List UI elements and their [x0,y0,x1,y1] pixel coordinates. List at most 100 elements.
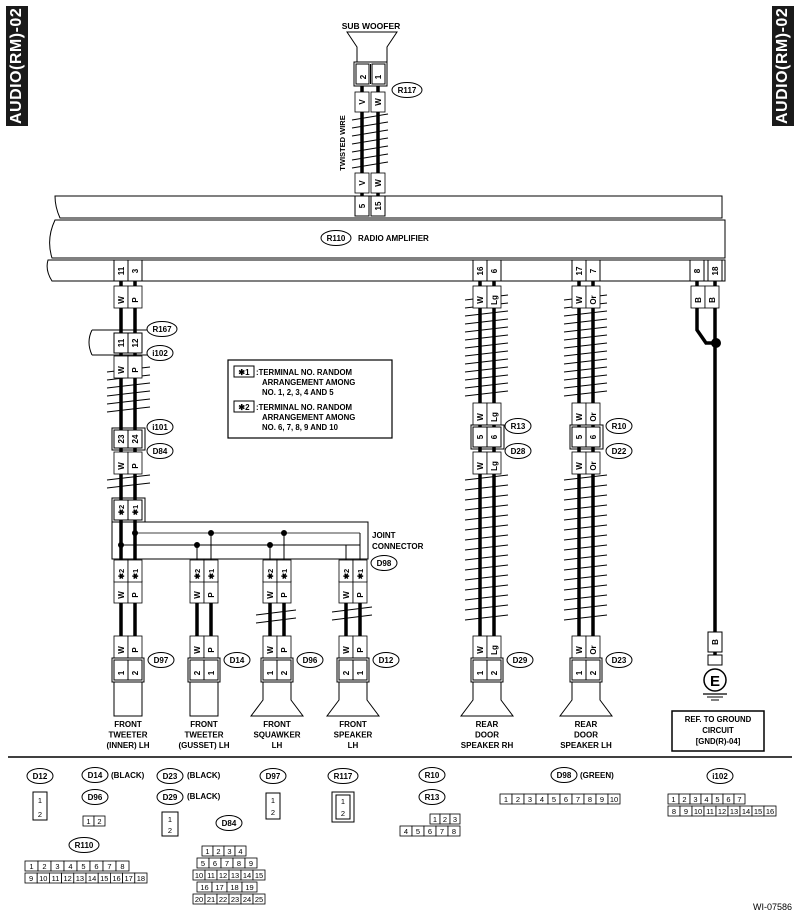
speaker-pin-box [203,659,219,681]
key-d84-r4-pin: 19 [245,883,253,892]
subwoofer-speaker-icon [346,31,398,63]
key-i102-top-pin: 1 [671,795,675,804]
svg-text:R10: R10 [612,422,627,431]
connector-tag-r10: R10 [605,418,633,434]
key-r110-bot-pin: 12 [64,874,72,883]
key-r110-bot-pin: 15 [100,874,108,883]
key-r10-top-pin: 3 [453,815,457,824]
key-d84-r5-pin: 24 [243,895,251,904]
d98-pin-row: ✱2✱1✱2✱1✱2✱1✱2✱1 [113,559,368,583]
svg-text:R167: R167 [152,325,172,334]
ground-e-symbol: E [710,673,720,690]
speaker-label: SQUAWKER [253,731,300,740]
key-d84-r5-pin: 20 [195,895,203,904]
connector-tag-r167: R167 [146,321,178,337]
d98-pin-box [127,559,143,583]
key-pin: 1 [271,796,275,805]
key-r110-bot-pin: 17 [125,874,133,883]
subwoofer-label: SUB WOOFER [342,21,401,31]
key-r110-bot-pin: 16 [112,874,120,883]
key-d84-r2-pin: 8 [237,859,241,868]
d98-pin: ✱2 [193,569,202,579]
ground-ref-text: REF. TO GROUND [685,715,752,724]
speaker-pin-box [352,659,368,681]
speaker-wire-color-box [352,635,368,659]
key-tag-i102-label: i102 [712,772,728,781]
key-d84-r2-pin: 6 [213,859,217,868]
key-d84-r2-pin: 9 [249,859,253,868]
front-wire-color: P [131,463,140,469]
joint-input-connector [111,497,146,523]
speaker-pin: 2 [193,670,202,675]
front-wire-color: W [117,366,126,374]
legend-note-2-line: ARRANGEMENT AMONG [262,413,355,422]
key-d98-pin: 2 [516,795,520,804]
speaker-wire-color-box [276,580,292,604]
key-tag-d12-label: D12 [33,772,48,781]
connector-tag-d29-label: D29 [513,656,528,665]
amp-pin: 17 [575,266,584,275]
connector-tag-d98: D98 [370,555,398,571]
rear-rh-wire-color: Lg [490,645,499,655]
key-d84-r3-pin: 12 [219,871,227,880]
speaker-label: SPEAKER RH [461,741,514,750]
key-pin: 1 [38,796,42,805]
ground-ref-text: CIRCUIT [702,726,734,735]
amp-pin: 6 [490,268,499,273]
pin: 5 [575,434,584,439]
svg-text:D98: D98 [377,559,392,568]
speaker-wire-color-box [276,635,292,659]
key-d84-r4-cell [241,881,258,893]
svg-text:i101: i101 [152,423,168,432]
key-d84-r5-pin: 25 [255,895,263,904]
key-i102-bot-pin: 10 [694,807,702,816]
amp-pin-5: 5 [358,203,367,208]
key-d84-r1-pin: 2 [216,847,220,856]
joint-splice-dots [118,530,287,548]
key-r10-top-cell [449,813,461,825]
key-tag-i102 [706,768,734,784]
key-d96-pin: 2 [97,817,101,826]
speaker-pin-box [113,659,129,681]
connector-tag-d14-label: D14 [230,656,245,665]
svg-text:R110: R110 [327,234,346,243]
key-d84-r3-pin: 14 [243,871,251,880]
speaker-wire-color-box [127,580,143,604]
svg-text:D22: D22 [612,447,627,456]
speaker-label: LH [348,741,359,750]
key-r110-bot-cell [134,872,148,884]
key-color-d23: (BLACK) [187,771,221,780]
key-d84-r4-pin: 18 [230,883,238,892]
speaker-label: LH [272,741,283,750]
key-d98-cell [607,793,621,805]
key-tag-r110 [68,837,100,853]
speaker-wire-color: P [207,647,216,653]
ground-wire-color-pair: B [694,297,703,303]
speaker-body-icon [113,681,143,717]
key-tag-r10-label: R10 [425,771,440,780]
speaker-label: REAR [575,720,598,729]
wire-color-w: W [374,179,383,187]
amp-top-terminals [354,195,386,217]
key-i102-bot-cell [763,805,777,817]
speaker-pin-box [472,659,488,681]
connector-tag-d97-label: D97 [154,656,169,665]
pin: 6 [589,434,598,439]
key-color-d14: (BLACK) [111,771,145,780]
connector-tag-r110: R110 [320,230,352,246]
key-i102-top-cell [733,793,746,805]
rear-rh-wire-color-box [486,451,502,475]
speaker-wire-color: P [356,592,365,598]
key-tag-r110-label: R110 [75,841,94,850]
speaker-pin-box [276,659,292,681]
key-i102-top-pin: 3 [693,795,697,804]
key-tag-r10 [418,767,446,783]
speaker-pin: 1 [266,670,275,675]
key-d29-housing [161,811,179,837]
speaker-label: FRONT [263,720,291,729]
speaker-wire-color: W [342,591,351,599]
amp-pin: 11 [117,266,126,275]
speaker-pin: 1 [117,670,126,675]
key-i102-bot-pin: 13 [730,807,738,816]
